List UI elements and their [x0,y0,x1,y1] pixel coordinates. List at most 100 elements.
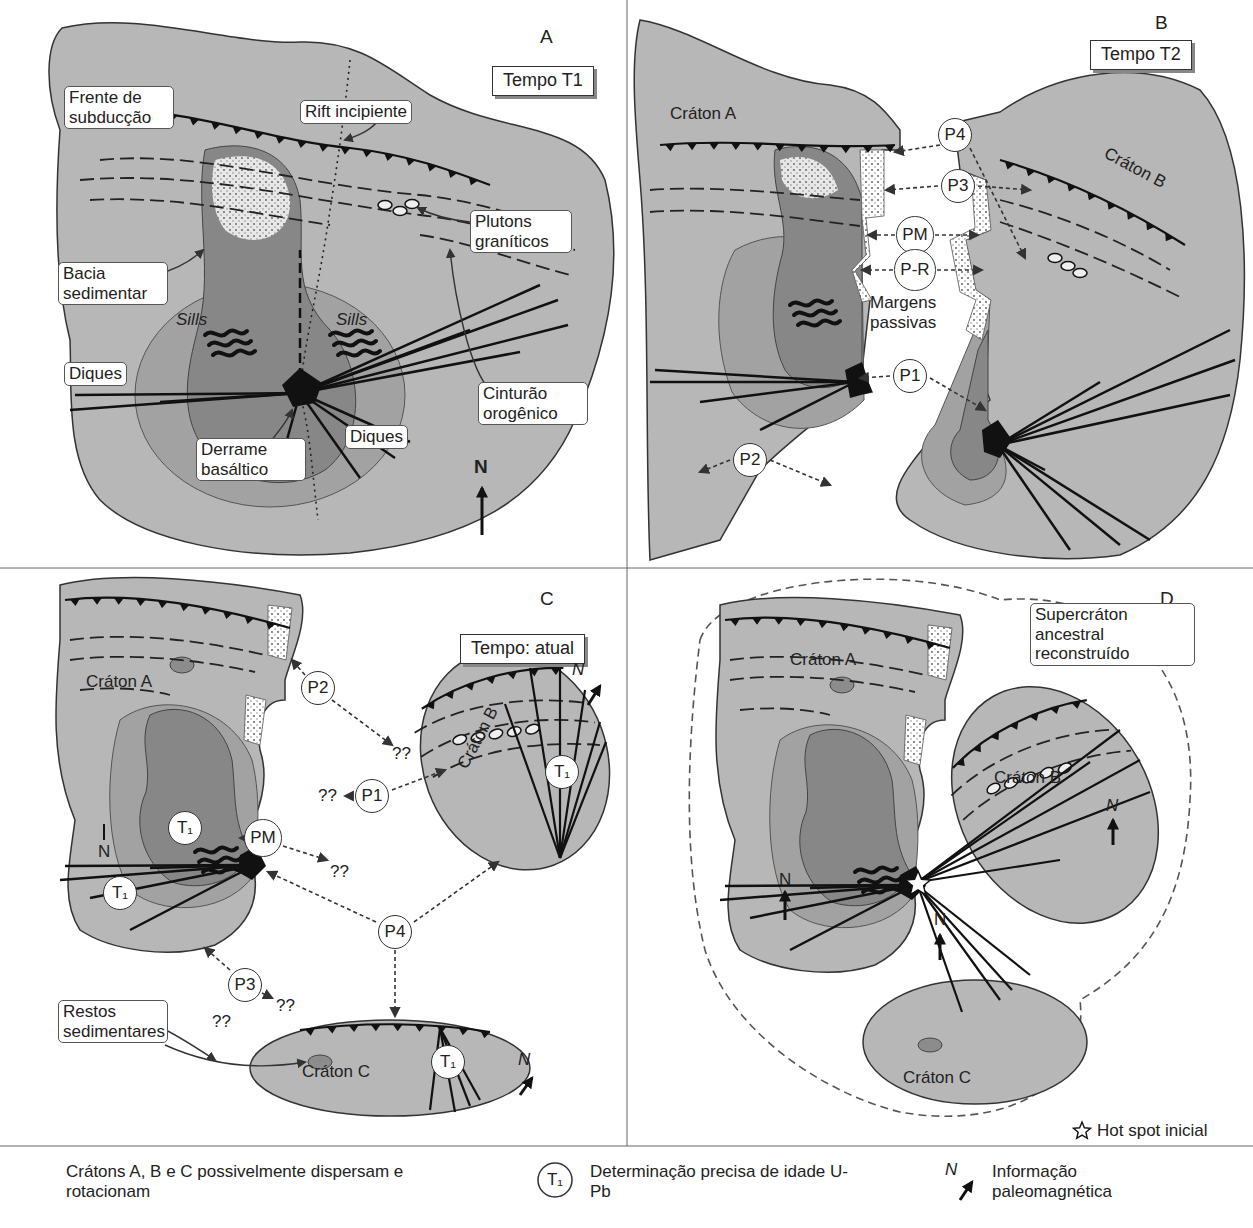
dike-line [720,885,915,900]
callout-circle: P2 [301,671,335,705]
callout-circle: T₁ [545,755,579,789]
dike-line [918,886,1012,990]
node-text: Tempo T2 [1101,45,1181,65]
leader-arrow [935,234,978,236]
orogenic-belt-line [948,703,1115,817]
leader-arrow [895,145,940,152]
subduction-tooth [1047,175,1056,183]
text-label: C [540,588,554,610]
basalt-flow [845,362,872,398]
dike-line [998,330,1230,445]
text-label: Cráton B [994,768,1061,788]
subduction-tooth [1127,211,1136,220]
sill-line [209,340,251,345]
text-label: Sills [336,310,367,330]
text-label: T₁ [547,1170,563,1190]
subduction-tooth [275,136,285,144]
leader-arrow [240,837,243,839]
node-text: P4 [945,126,966,145]
callout-circle: T₁ [168,811,202,845]
subduction-tooth [319,144,329,152]
dike-line [918,730,1120,882]
sill-line [330,330,372,335]
craton-a-outline [56,578,303,953]
craton-c-outline [250,1020,530,1116]
north-arrow [588,686,600,705]
granitic-pluton [1073,269,1087,278]
subduction-tooth [1087,192,1096,200]
subduction-tooth [415,1025,425,1032]
subduction-tooth [211,122,221,130]
sill-line [855,867,897,872]
leader-arrow [332,700,392,745]
subduction-tooth [1107,201,1116,209]
node-text: P1 [362,787,383,806]
panel-c [56,578,640,1116]
subduction-tooth [775,144,785,151]
dike-line [998,445,1150,540]
callout-circle: P1 [893,359,927,393]
north-arrow [784,892,787,920]
subduction-tooth [955,758,967,770]
node-text: PM [902,226,928,245]
leader-arrow [860,376,890,378]
text-label: Cráton A [86,672,152,692]
sedimentary-basin [773,147,862,388]
leader-arrow [414,862,498,922]
granitic-pluton [378,201,392,210]
subduction-tooth [731,143,741,150]
text-label: Sills [176,310,207,330]
text-label: Cráton C [302,1062,370,1082]
node-text: T₁ [112,884,128,903]
subduction-tooth [883,631,893,639]
text-label: Crátons A, B e C possivelmente dispersam… [66,1162,426,1201]
callout-circle: P3 [228,968,262,1002]
subduction-tooth [305,1028,315,1036]
craton-b-outline [896,73,1244,559]
orogenic-belt-line [730,677,915,692]
granitic-pluton [405,200,419,209]
subduction-tooth [349,1025,359,1032]
orogenic-belt-line [419,692,595,782]
north-arrow [960,1182,972,1200]
callout-label: Restos sedimentares [58,1000,168,1043]
hotspot-star [1073,1122,1090,1138]
legend-age-circle [538,1163,572,1197]
subduction-tooth [1010,721,1022,732]
dike-line [918,792,1150,882]
dike-line [918,860,1060,882]
leader-arrow [770,460,830,485]
drawing [0,0,1253,1200]
time-box: Tempo: atual [460,634,585,664]
subduction-tooth [818,621,828,629]
text-label: N [779,870,791,890]
craton-outline [49,23,614,555]
node-text: P4 [385,923,406,942]
subduction-tooth [448,170,457,178]
subduction-tooth [92,598,102,605]
dike-line [998,445,1070,550]
text-label: Cráton C [903,1068,971,1088]
craton-b [390,623,640,896]
leader-arrow [345,795,352,797]
dike-line [918,762,1090,882]
sediment-stipple [780,157,838,198]
subduction-tooth [797,145,807,152]
callout-circle: P4 [938,118,972,152]
subduction-tooth [297,140,307,148]
passive-margin [244,695,266,745]
dike-line [918,760,1140,882]
granitic-pluton [1061,262,1075,271]
orogenic-belt-line [70,637,265,655]
dike-line [998,382,1100,445]
leader-arrow [268,872,376,922]
text-label: N [934,910,946,930]
subduction-tooth [774,618,784,625]
subduction-tooth [709,143,719,150]
subduction-tooth [1050,704,1062,716]
subduction-tooth [904,636,914,644]
north-arrow [481,488,484,535]
node-text: T₁ [440,1053,456,1072]
dike-line [130,865,255,930]
subduction-tooth [752,618,762,625]
